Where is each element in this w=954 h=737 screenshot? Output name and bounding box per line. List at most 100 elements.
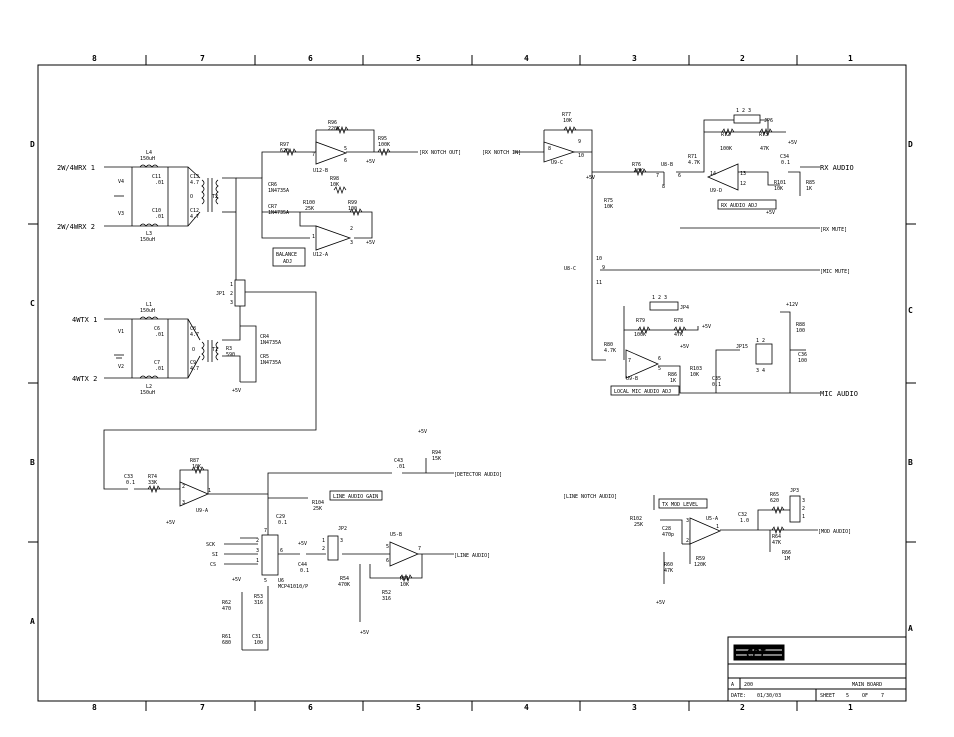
ref-jp2: JP2 [338,526,347,532]
ref-r100: R100 [303,200,315,206]
ref-u5a: U5-A [706,516,718,522]
rev: A [731,682,734,688]
val-c13: 4.7 [190,180,199,186]
ref-t1: T1 [212,347,218,353]
zone-top-8: 8 [92,54,97,63]
pin-jp1-2: 2 [230,291,233,297]
pin-jp1-3: 3 [230,300,233,306]
resistor-symbols [147,125,785,583]
pin-u6-1: 1 [256,558,259,564]
ref-r102: R102 [630,516,642,522]
jumper-jp1 [234,279,246,307]
pin-u5a-3: 3 [686,518,689,524]
val-r102: 25K [634,522,643,528]
zone-right-b: B [908,458,913,467]
val-r52: 316 [382,596,391,602]
ref-v4: V4 [118,179,124,185]
ref-r53: R53 [254,594,263,600]
ref-u9a: U9-A [196,508,208,514]
dot-t1: O [192,347,195,353]
opamp-u12a [315,225,352,251]
of-label: OF [862,693,868,699]
pin-u9a-2: 2 [182,484,185,490]
val-r78: 47K [674,332,683,338]
pin-u12b-6: 6 [344,158,347,164]
line-audio-gain: LINE AUDIO GAIN [333,494,378,500]
pin-jp2-3: 3 [340,538,343,544]
pin-jp2-2: 2 [322,546,325,552]
ref-r3: R3 [226,346,232,352]
grounds [114,195,124,359]
val-r65: 620 [770,498,779,504]
pin-u5b-5: 5 [386,544,389,550]
supply-u9c: +5V [586,175,595,181]
sheet-label: SHEET [820,693,835,699]
ref-c43: C43 [394,458,403,464]
opamp-u9b [625,349,659,379]
val-l3: 150uH [140,237,155,243]
val-cr7: 1N4735A [268,210,289,216]
ref-u8c: U8-C [564,266,576,272]
pin-u9c-10: 10 [578,153,584,159]
sheet-number: 5 [846,693,849,699]
zone-right-d: D [908,140,913,149]
date: 01/30/03 [757,693,781,699]
ref-c35: C35 [712,376,721,382]
local-mic-audio-adj: LOCAL MIC AUDIO ADJ [614,389,671,395]
ref-c33: C33 [124,474,133,480]
ref-r87: R87 [190,458,199,464]
zone-top-5: 5 [416,54,421,63]
val-r3: 590 [226,352,235,358]
pin-u9c-8: 8 [548,146,551,152]
ref-c36: C36 [798,352,807,358]
port-rx-mute: [RX MUTE] [820,227,847,233]
pin-jp1-1: 1 [230,282,233,288]
ref-u9b: U9-B [626,376,638,382]
zone-top-6: 6 [308,54,313,63]
pin-u6-7: 7 [264,528,267,534]
ref-l2: L2 [146,384,152,390]
pin-u6-5: 5 [264,578,267,584]
val-r95: 100K [378,142,390,148]
val-c35: 0.1 [712,382,721,388]
ref-c34: C34 [780,154,789,160]
pin-u12b-5: 5 [344,146,347,152]
ref-jp15: JP15 [736,344,748,350]
ref-jp3: JP3 [790,488,799,494]
val-c8: 4.7 [190,332,199,338]
ref-l4: L4 [146,150,152,156]
val-r87: 10K [192,464,201,470]
val-r64: 47K [772,540,781,546]
val-c9: 4.7 [190,366,199,372]
pin-u5a-2: 2 [686,538,689,544]
drawing-title: MAIN BOARD [852,682,882,688]
val-u6: MCP41010/P [278,584,308,590]
ref-c6: C6 [154,326,160,332]
pin-jp3-1: 1 [802,514,805,520]
jumpers [234,114,801,561]
port-line-notch-audio: [LINE NOTCH AUDIO] [563,494,617,500]
val-r61: 680 [222,640,231,646]
val-c29: 0.1 [278,520,287,526]
doc-no: 200 [744,682,753,688]
val-r54: 470K [338,582,350,588]
pin-u12a-3: 3 [350,240,353,246]
pin-u9b-5: 5 [658,366,661,372]
ref-r64: R64 [772,534,781,540]
ref-u12b: U12-B [313,168,328,174]
supply-tx: +5V [232,388,241,394]
port-2w4wrx1: 2W/4WRX 1 [57,164,95,172]
val-c34: 0.1 [781,160,790,166]
val-cr6: 1N4735A [268,188,289,194]
ref-r99: R99 [348,200,357,206]
supply-r62: +5V [232,577,241,583]
zone-bottom-5: 5 [416,703,421,712]
pins-jp4: 1 2 3 [652,295,667,301]
sig-si: SI [212,552,218,558]
zone-top-3: 3 [632,54,637,63]
date-label: DATE: [731,693,746,699]
val-r74: 33K [148,480,157,486]
val-c43: .01 [396,464,405,470]
val-c44: 0.1 [300,568,309,574]
pin-u9d-12: 12 [740,181,746,187]
